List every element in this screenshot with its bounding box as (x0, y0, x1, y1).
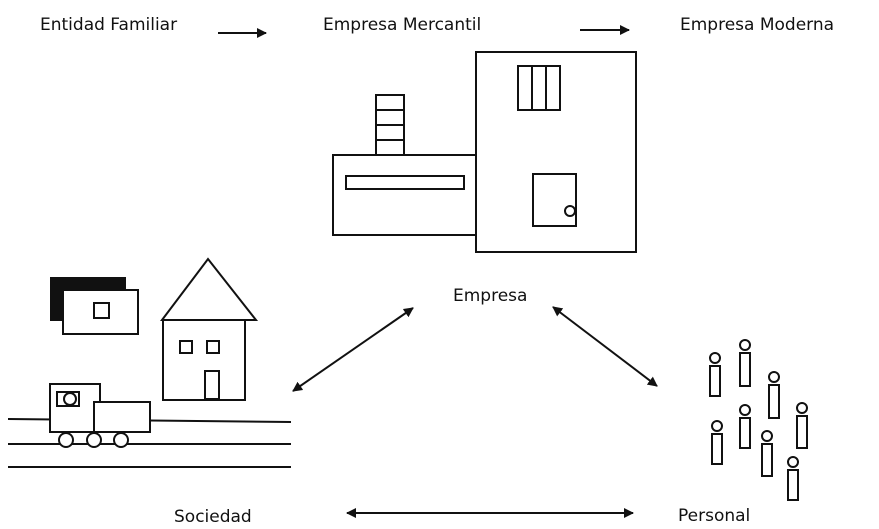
staff-illustration (709, 339, 808, 501)
stage-modern-label: Empresa Moderna (680, 15, 834, 35)
person-2-icon (739, 339, 751, 387)
factory-annex (332, 154, 478, 236)
factory-annex-window (345, 175, 465, 190)
node-company-label: Empresa (453, 286, 527, 306)
factory-door-knob (564, 205, 576, 217)
society-illustration (7, 257, 292, 468)
chimney-stack (375, 94, 405, 156)
factory-door (532, 173, 577, 227)
person-8-icon (787, 456, 799, 501)
evolution-row: Entidad Familiar Empresa Mercantil Empre… (40, 15, 834, 38)
person-7-icon (761, 430, 773, 477)
person-4-icon (739, 404, 751, 449)
factory-illustration (332, 51, 637, 253)
person-6-icon (711, 420, 723, 465)
node-society-label: Sociedad (174, 507, 252, 527)
arrow-company-staff (552, 306, 658, 387)
truck (49, 383, 151, 448)
factory-roof-window (517, 65, 561, 111)
arrow-society-company (292, 307, 414, 392)
shop-sign (50, 277, 139, 335)
person-5-icon (796, 402, 808, 449)
house (159, 257, 259, 401)
node-staff-label: Personal (678, 506, 750, 526)
stage-mercantile-label: Empresa Mercantil (323, 15, 481, 35)
stage-family-label: Entidad Familiar (40, 15, 177, 35)
person-3-icon (768, 371, 780, 419)
person-1-icon (709, 352, 721, 397)
